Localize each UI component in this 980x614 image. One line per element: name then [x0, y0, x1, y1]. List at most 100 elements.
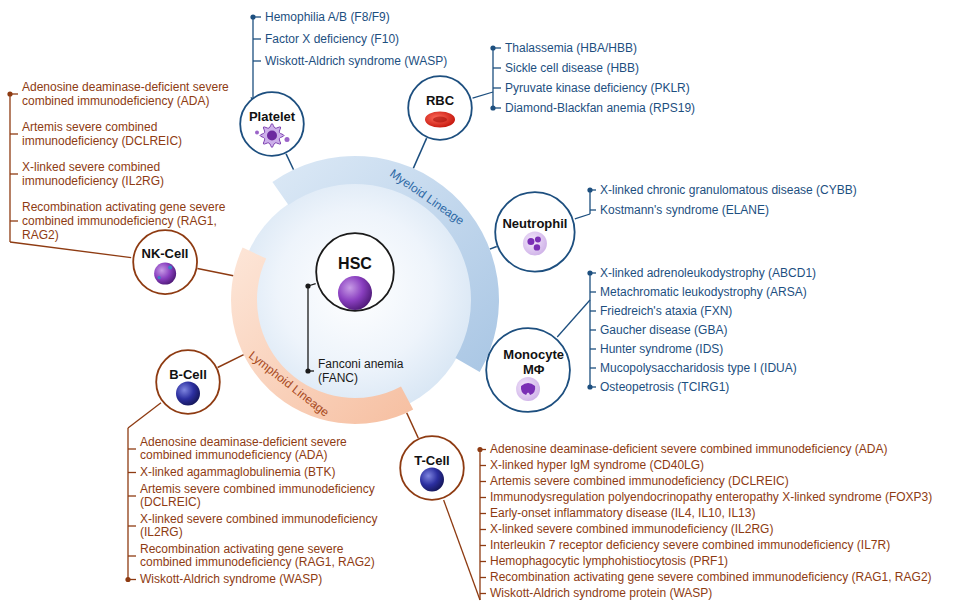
disease-label: Wiskott-Aldrich syndrome (WASP)	[140, 573, 380, 586]
disease-item-box: Hemophilia A/B (F8/F9)	[265, 10, 480, 24]
cell-label: T-Cell	[414, 453, 449, 468]
cell-label: Neutrophil	[502, 216, 567, 231]
disease-label: Hemophagocytic lymphohistiocytosis (PRF1…	[490, 555, 974, 568]
disease-item-box: Wiskott-Aldrich syndrome (WASP)	[265, 54, 480, 68]
bracket-dot	[490, 105, 495, 110]
disease-item-box: Friedreich's ataxia (FXN)	[600, 304, 960, 318]
disease-label: Artemis severe combined immunodeficiency…	[490, 475, 974, 488]
bracket-tick	[590, 291, 596, 292]
disease-item-box: X-linked chronic granulomatous disease (…	[600, 183, 960, 197]
disease-item-box: Adenosine deaminase-deficient severe com…	[140, 436, 380, 462]
cell-ring	[316, 233, 394, 311]
bracket-tick	[10, 220, 18, 221]
bracket-stem	[575, 214, 590, 219]
disease-item-box: Recombination activating gene severe com…	[22, 200, 244, 242]
lineage-stub	[413, 138, 426, 168]
disease-label: Hemophilia A/B (F8/F9)	[265, 10, 480, 24]
bracket-stem	[444, 500, 480, 600]
disease-label: Adenosine deaminase-deficient severe com…	[22, 80, 244, 108]
disease-item-box: Artemis severe combined immunodeficiency…	[490, 475, 974, 488]
bracket-tick	[590, 348, 596, 349]
disease-item-box: Gaucher disease (GBA)	[600, 323, 960, 337]
lineage-band: Lymphoid Lineage	[229, 174, 481, 426]
disease-item-box: X-linked severe combined immunodeficienc…	[22, 160, 244, 188]
disease-item-box: X-linked agammaglobulinemia (BTK)	[140, 466, 380, 479]
disease-item-box: Thalassemia (HBA/HBB)	[505, 41, 805, 55]
band-arc	[231, 248, 413, 424]
disease-label: Wiskott-Aldrich syndrome protein (WASP)	[490, 587, 974, 600]
disease-label: Fanconi anemia (FANC)	[318, 357, 418, 385]
disease-label: Adenosine deaminase-deficient severe com…	[490, 443, 974, 456]
cell-ring	[133, 230, 197, 294]
disease-label: X-linked chronic granulomatous disease (…	[600, 183, 960, 197]
cell-ring	[400, 436, 464, 500]
band-arc	[272, 156, 499, 372]
disease-item-box: Metachromatic leukodystrophy (ARSA)	[600, 285, 960, 299]
cell-outline	[239, 91, 305, 157]
bracket-tick	[128, 525, 136, 526]
disease-label: X-linked agammaglobulinemia (BTK)	[140, 466, 380, 479]
disease-item-box: Mucopolysaccharidosis type I (IDUA)	[600, 361, 960, 375]
disease-label: Pyruvate kinase deficiency (PKLR)	[505, 81, 805, 95]
disease-item-box: Early-onset inflammatory disease (IL4, I…	[490, 507, 974, 520]
bracket-line	[492, 48, 493, 108]
bracket-tick	[590, 310, 596, 311]
disease-label: Sickle cell disease (HBB)	[505, 61, 805, 75]
bracket-dot	[7, 91, 12, 96]
disease-item-box: Adenosine deaminase-deficient severe com…	[490, 443, 974, 456]
bracket-dot	[305, 368, 310, 373]
bracket-tick	[480, 497, 486, 498]
bracket-stem	[308, 284, 316, 286]
disease-label: X-linked severe combined immunodeficienc…	[22, 160, 244, 188]
bracket-tick	[480, 513, 486, 514]
lineage-stub	[218, 355, 244, 368]
cell-outline	[155, 349, 221, 415]
bracket-dot	[587, 270, 592, 275]
cell-icon	[516, 377, 540, 401]
bracket-tick	[590, 209, 596, 210]
cell-circle: Neutrophil	[494, 191, 576, 273]
bracket-tick	[10, 133, 18, 134]
cell-circle: Monocyte MΦ	[485, 327, 571, 413]
cell-ring	[156, 350, 220, 414]
bracket-tick	[253, 38, 261, 39]
bracket-dot	[587, 384, 592, 389]
bracket-tick	[590, 367, 596, 368]
bracket-tick	[128, 472, 136, 473]
disease-item-box: X-linked severe combined immunodeficienc…	[490, 523, 974, 536]
bracket-tick	[480, 545, 486, 546]
cell-ring	[408, 76, 472, 140]
bracket-tick	[590, 329, 596, 330]
disease-label: Diamond-Blackfan anemia (RPS19)	[505, 101, 805, 115]
disease-label: Friedreich's ataxia (FXN)	[600, 304, 960, 318]
bracket-tick	[480, 561, 486, 562]
bracket-line	[127, 428, 128, 580]
bracket-dot	[250, 14, 255, 19]
disease-item-box: Wiskott-Aldrich syndrome (WASP)	[140, 573, 380, 586]
cell-circle: Platelet	[239, 91, 305, 157]
disease-item-box: Recombination activating gene severe com…	[490, 571, 974, 584]
bracket-stem	[473, 92, 493, 98]
bracket-tick	[493, 87, 501, 88]
disease-item-box: Factor X deficiency (F10)	[265, 32, 480, 46]
cell-label: Monocyte MΦ	[498, 347, 570, 377]
bracket-tick	[480, 593, 486, 594]
disease-label: Immunodysregulation polyendocrinopathy e…	[490, 491, 974, 504]
disease-label: X-linked severe combined immunodeficienc…	[490, 523, 974, 536]
bracket-line	[252, 17, 253, 100]
disease-label: Wiskott-Aldrich syndrome (WASP)	[265, 54, 480, 68]
disease-label: Early-onset inflammatory disease (IL4, I…	[490, 507, 974, 520]
lineage-stub	[407, 413, 419, 438]
disease-item-box: Hunter syndrome (IDS)	[600, 342, 960, 356]
disease-label: Artemis severe combined immunodeficiency…	[22, 120, 244, 148]
bracket-tick	[480, 465, 486, 466]
disease-item-box: Wiskott-Aldrich syndrome protein (WASP)	[490, 587, 974, 600]
disease-item-box: Immunodysregulation polyendocrinopathy e…	[490, 491, 974, 504]
bracket-tick	[10, 173, 18, 174]
cell-icon	[425, 112, 455, 128]
bracket-tick	[480, 529, 486, 530]
disease-item-box: Interleukin 7 receptor deficiency severe…	[490, 539, 974, 552]
band-outline	[229, 174, 481, 426]
cell-icon	[523, 231, 547, 255]
bracket-tick	[253, 60, 261, 61]
